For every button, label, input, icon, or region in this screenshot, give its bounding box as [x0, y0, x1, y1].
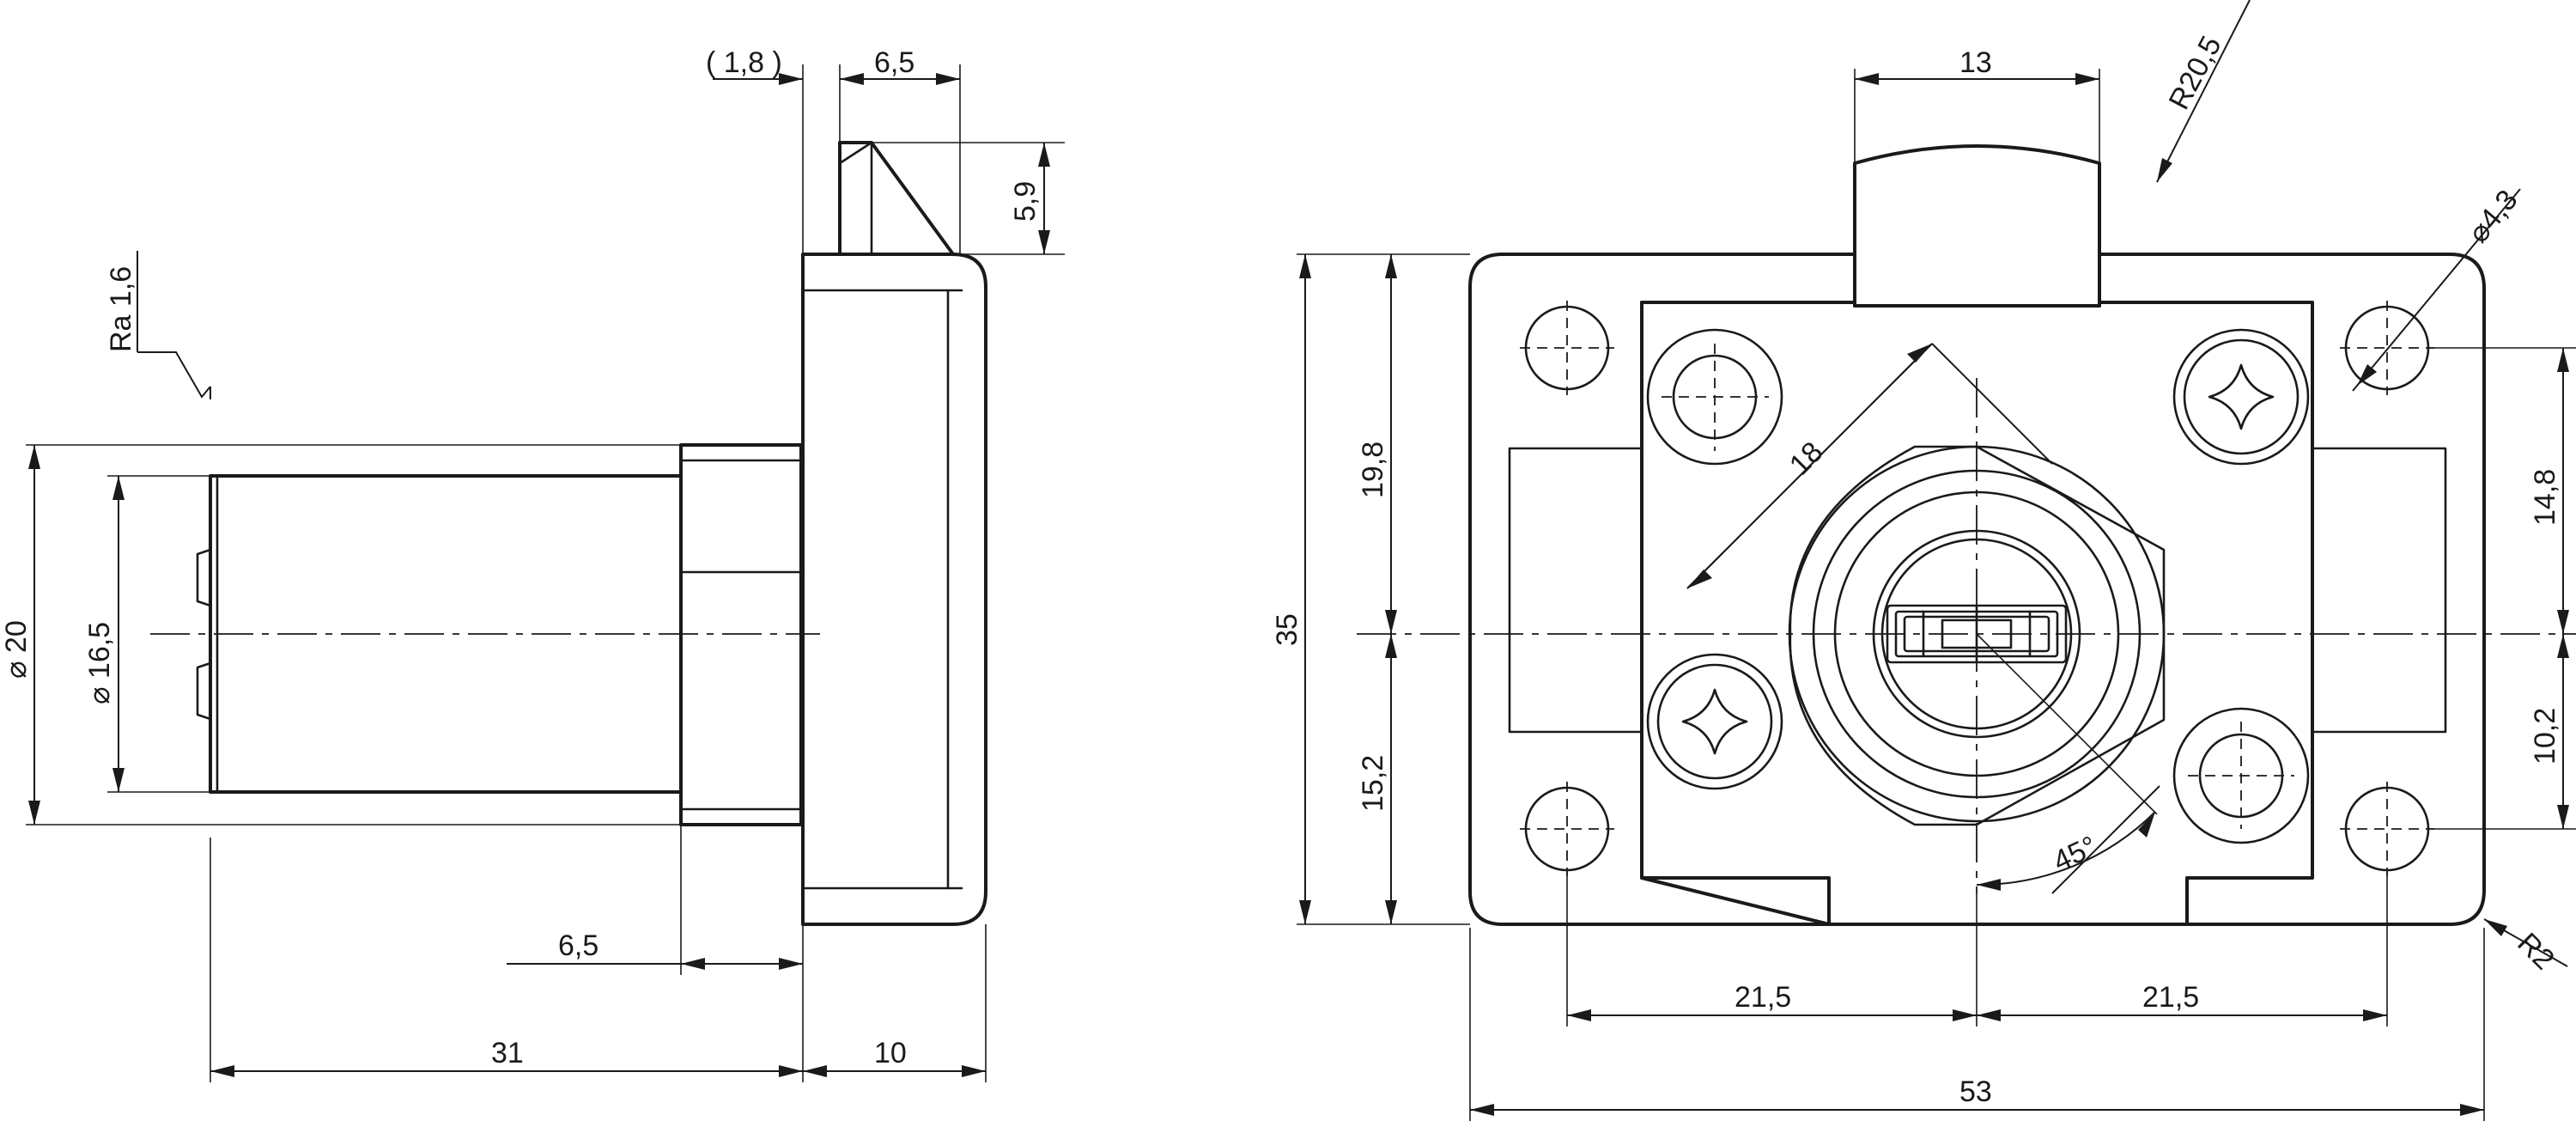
lock-housing	[801, 253, 987, 926]
arrow-dia165-bottom	[112, 768, 125, 792]
label-height-19-8: 19,8	[1357, 442, 1389, 498]
label-diameter-20: ⌀ 20	[0, 620, 33, 679]
label-length-6-5-bottom: 6,5	[558, 929, 598, 962]
screw-top-right	[2172, 328, 2310, 466]
label-height-35: 35	[1271, 613, 1303, 646]
label-width-6-5-top: 6,5	[874, 46, 914, 79]
label-diameter-16-5: ⌀ 16,5	[83, 622, 116, 704]
arrow-len65-right	[779, 958, 803, 970]
label-length-31: 31	[491, 1037, 524, 1069]
leader-dia4-3	[2352, 188, 2521, 392]
key-slot-notch-upper	[196, 548, 212, 607]
arrow-width65-left	[840, 73, 864, 85]
arrow-width65-right	[936, 73, 960, 85]
phillips-screw-icon	[1681, 688, 1748, 755]
bolt-chamfer-line	[838, 141, 873, 165]
label-width-53: 53	[1959, 1075, 1992, 1108]
label-width-21-5-right: 21,5	[2142, 981, 2199, 1014]
cylinder-ring-4	[1872, 529, 2081, 739]
arrow-len31-right	[779, 1065, 803, 1077]
cylinder-ring-2	[1812, 469, 2142, 799]
arrow-h59-top	[1038, 143, 1050, 167]
screw-bottom-left	[1646, 653, 1783, 790]
label-width-21-5-left: 21,5	[1735, 981, 1791, 1014]
cylinder-outer-ring	[1788, 445, 2166, 823]
label-length-10: 10	[874, 1037, 907, 1069]
mounting-plate	[1468, 253, 2486, 926]
key-slot-notch-lower	[196, 661, 212, 721]
hole-centermarks	[1520, 301, 2434, 876]
arrow-len31-left	[210, 1065, 234, 1077]
side-slot-right	[2311, 447, 2447, 734]
arrow-dia165-top	[112, 476, 125, 500]
label-height-5-9: 5,9	[1009, 181, 1042, 222]
label-surface-finish: Ra 1,6	[105, 266, 137, 352]
arrow-len10-right	[962, 1065, 986, 1077]
arrow-h59-bottom	[1038, 230, 1050, 254]
arrow-dia20-bottom	[28, 801, 40, 825]
cylinder-ring-3	[1833, 490, 2120, 777]
arrow-offset18	[779, 73, 803, 85]
arrow-len10-left	[803, 1065, 827, 1077]
screw-boss-top-left	[1646, 328, 1783, 466]
dim-line-18	[1686, 343, 1933, 589]
leader-r20-5	[2156, 0, 2251, 183]
surface-finish-symbol	[137, 351, 211, 399]
bolt-top-projection	[1853, 144, 2101, 308]
keyway	[1886, 604, 2068, 664]
phillips-screw-icon	[2208, 363, 2275, 430]
screw-boss-bottom-right	[2172, 707, 2310, 844]
angle-45-arc	[1976, 811, 2156, 886]
arrow-dia20-top	[28, 445, 40, 469]
label-height-14-8: 14,8	[2529, 469, 2561, 526]
label-width-13: 13	[1959, 46, 1992, 79]
label-offset-1-8: ( 1,8 )	[706, 46, 782, 79]
bolt	[838, 141, 955, 256]
arrow-len65-left	[681, 958, 705, 970]
cylinder-core	[1880, 538, 2073, 730]
label-height-15-2: 15,2	[1357, 755, 1389, 812]
front-view: 13 R20,5 ⌀4,3 35 19,8 15,2 14,8 10,2 18 …	[1271, 0, 2576, 1121]
side-slot-left	[1508, 447, 1643, 734]
angle-45-ray	[1976, 633, 2158, 815]
label-height-10-2: 10,2	[2529, 708, 2561, 765]
side-view: ( 1,8 ) 6,5 5,9 Ra 1,6 ⌀ 20 ⌀ 16,5 6,5 3…	[0, 46, 1065, 1082]
inner-housing	[1640, 301, 2314, 926]
